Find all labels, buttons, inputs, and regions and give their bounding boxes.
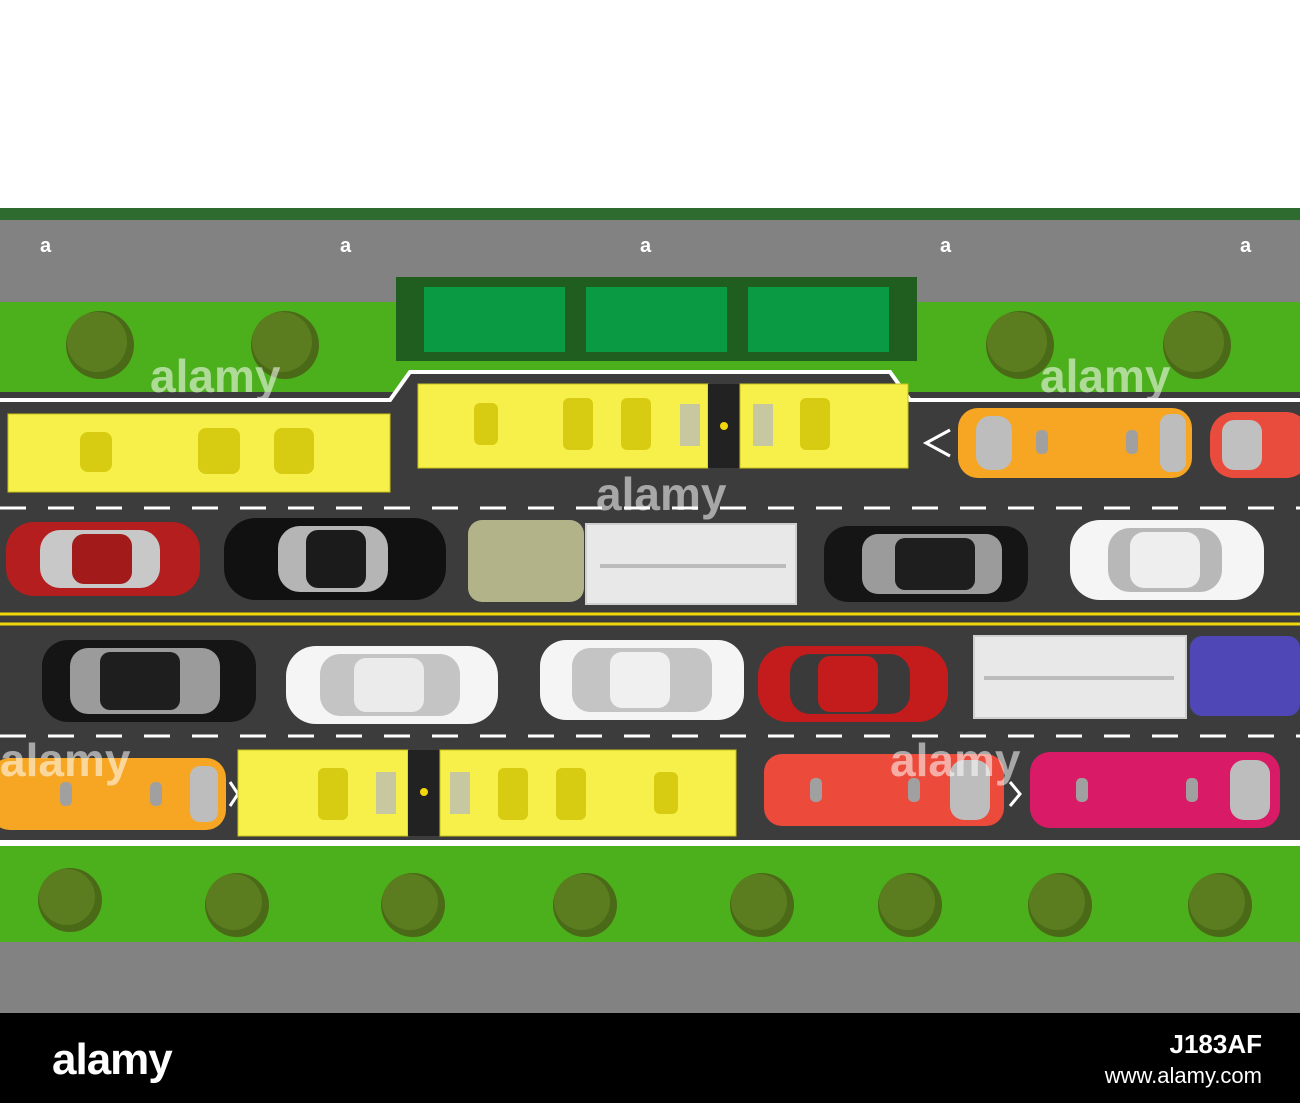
watermark-text: alamy [0,734,131,786]
station-glass-3 [748,287,889,352]
tree-icon [1163,311,1231,379]
tree-icon [38,868,102,932]
car-icon [286,646,498,724]
tree-icon [553,873,617,937]
car-icon [1070,520,1264,600]
bus-icon [417,383,909,469]
curb-line-top [0,370,1300,402]
tree-icon [986,311,1054,379]
car-icon [824,526,1028,602]
car-icon [758,646,948,722]
svg-text:a: a [340,235,352,257]
svg-text:a: a [40,235,52,257]
svg-text:a: a [940,235,952,257]
image-id: J183AF [1169,1029,1263,1059]
truck-icon [468,520,797,605]
trees-bottom [38,868,1252,937]
bus-icon [7,413,391,493]
bottom-sidewalk [0,942,1300,1013]
bottom-grass [0,846,1300,942]
trees-top [66,311,1231,379]
tree-icon [251,311,319,379]
minibus-icon [764,754,1022,826]
watermark-text: alamy [150,350,281,402]
footer-bar: alamy J183AF www.alamy.com [0,1013,1300,1103]
minibus-icon [0,758,240,830]
svg-text:a: a [1240,235,1252,257]
station-glass-1 [424,287,565,352]
tree-icon [1188,873,1252,937]
tree-icon [205,873,269,937]
alamy-logo[interactable]: alamy [52,1035,173,1084]
minibus-icon [1030,752,1280,828]
car-icon [540,640,744,720]
car-icon [42,640,256,722]
tree-icon [878,873,942,937]
bus-icon [237,749,737,837]
car-icon [6,522,200,596]
car-icon [224,518,446,600]
car-icon [1210,412,1300,478]
site-url[interactable]: www.alamy.com [1104,1063,1262,1088]
truck-icon [973,635,1300,719]
watermark-text: alamy [890,734,1021,786]
tree-icon [66,311,134,379]
watermarks: alamy alamy alamy alamy alamy [0,350,1171,786]
tree-icon [1028,873,1092,937]
minibus-icon [922,408,1192,478]
tree-icon [381,873,445,937]
watermark-text: alamy [1040,350,1171,402]
station-glass-2 [586,287,727,352]
traffic-scene: a a a a a alamy alamy alamy alamy alamy [0,208,1300,1013]
svg-text:a: a [640,235,652,257]
top-border [0,208,1300,220]
tree-icon [730,873,794,937]
bus-station [396,277,917,361]
watermark-text: alamy [596,468,727,520]
